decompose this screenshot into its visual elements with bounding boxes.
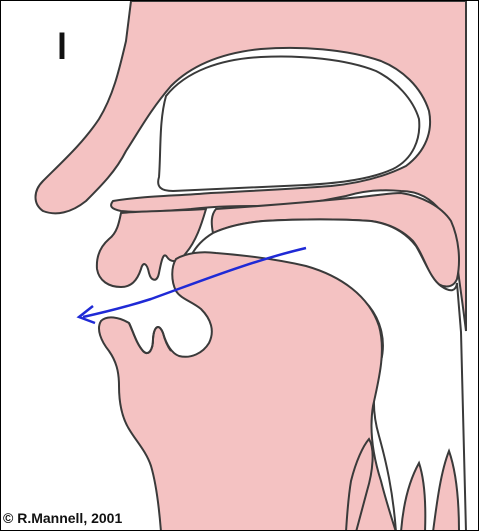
phoneme-label: l bbox=[57, 29, 67, 65]
nasal-cavity bbox=[158, 57, 419, 191]
copyright-notice: © R.Mannell, 2001 bbox=[3, 510, 122, 526]
